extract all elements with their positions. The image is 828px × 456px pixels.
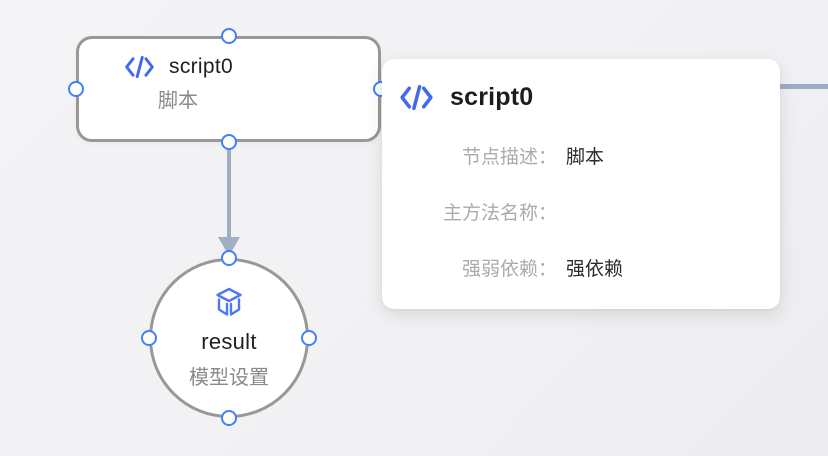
code-icon	[123, 55, 156, 79]
tooltip-value: 脚本	[566, 147, 605, 168]
cube-icon	[212, 286, 246, 320]
node-result[interactable]: result 模型设置	[149, 258, 309, 418]
tooltip-row-dependency: 强弱依赖： 强依赖	[398, 257, 766, 283]
node-result-subtitle: 模型设置	[189, 367, 269, 389]
port-script0-top[interactable]	[221, 28, 237, 44]
port-result-left[interactable]	[141, 330, 157, 346]
tooltip-label: 节点描述：	[461, 147, 557, 168]
edge-script0-to-result[interactable]	[227, 142, 231, 239]
tooltip-label: 主方法名称：	[442, 203, 557, 224]
port-script0-left[interactable]	[68, 81, 84, 97]
port-script0-bottom[interactable]	[221, 134, 237, 150]
node-script0-subtitle: 脚本	[158, 90, 198, 112]
tooltip-value: 强依赖	[566, 259, 624, 280]
tooltip-label: 强弱依赖：	[461, 259, 557, 280]
code-icon	[398, 84, 435, 111]
node-result-title: result	[201, 329, 257, 354]
tooltip-row-main-method: 主方法名称：	[398, 201, 766, 227]
node-script0[interactable]: script0 脚本	[76, 36, 381, 142]
node-script0-title: script0	[169, 55, 233, 78]
port-result-top[interactable]	[221, 250, 237, 266]
node-detail-tooltip: script0 节点描述： 脚本 主方法名称： 强弱依赖： 强依赖	[382, 59, 780, 309]
port-result-bottom[interactable]	[221, 410, 237, 426]
tooltip-row-description: 节点描述： 脚本	[398, 145, 766, 171]
port-result-right[interactable]	[301, 330, 317, 346]
tooltip-title: script0	[450, 83, 534, 111]
